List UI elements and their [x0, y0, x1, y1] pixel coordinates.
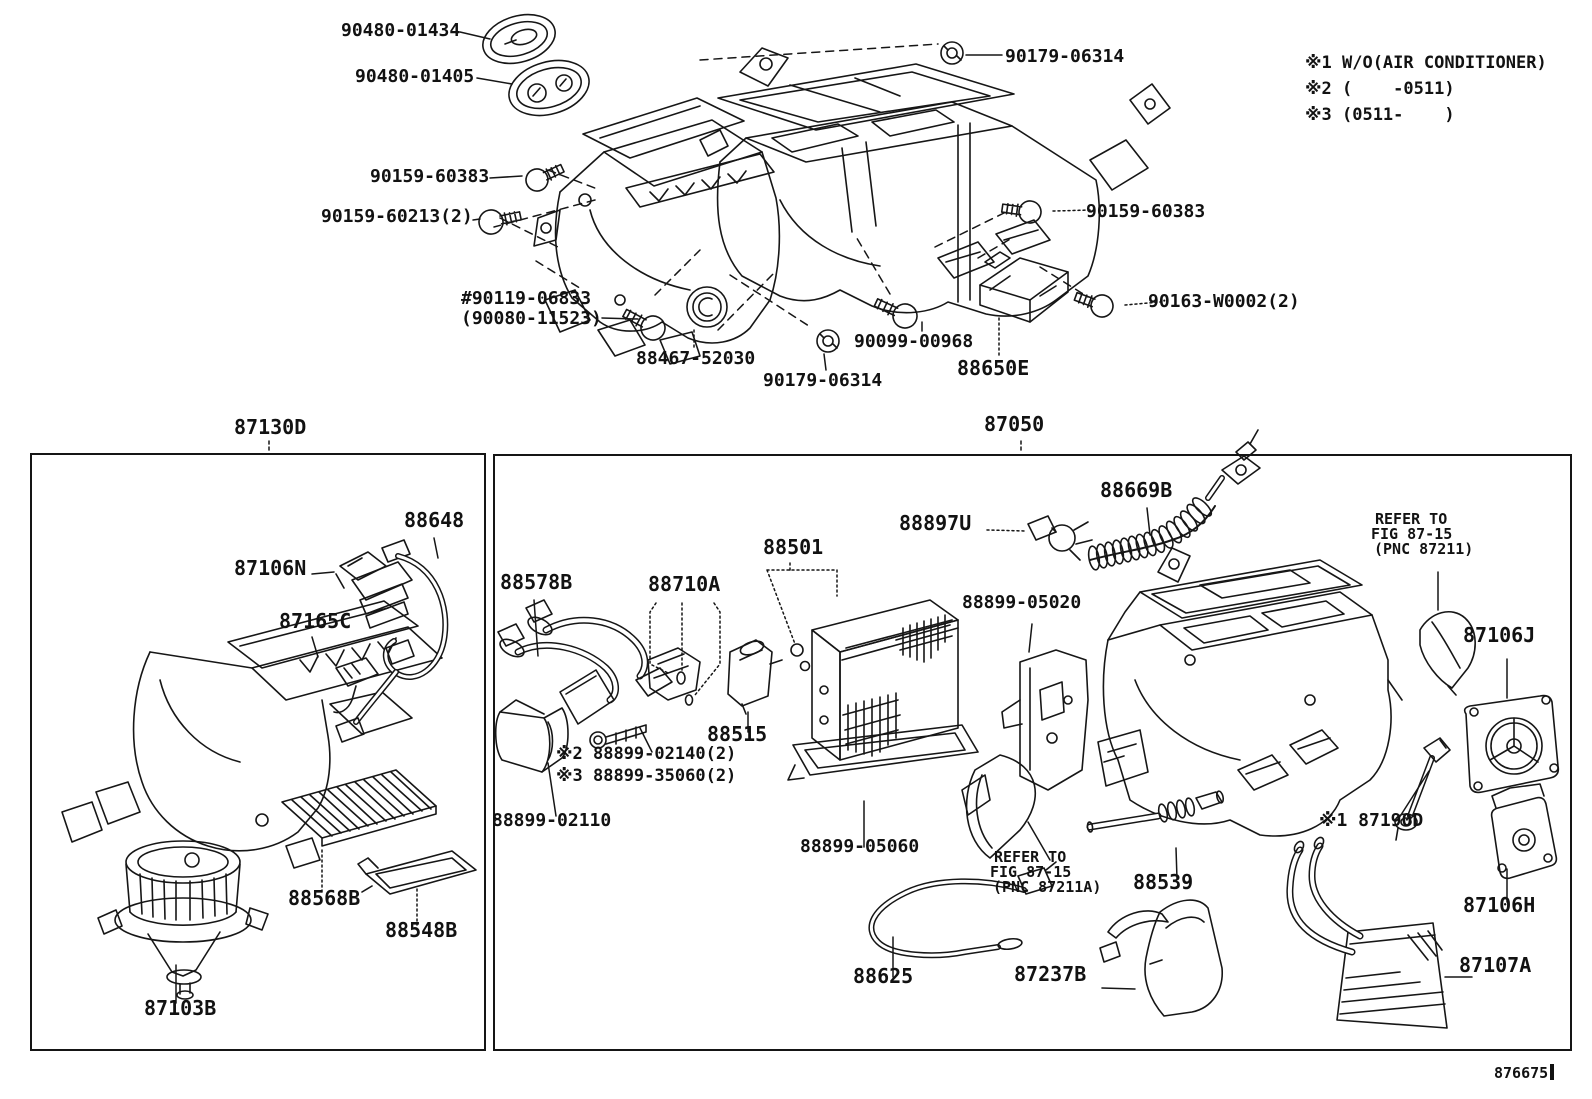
part-label-screw-lower-left: 90159-60213(2) [321, 206, 473, 227]
actuator-88899-05020-part [1001, 649, 1089, 791]
part-label-resistor: 87106N [234, 556, 307, 580]
figure-code-mark [1550, 1064, 1555, 1080]
refer-note-servo-1: REFER TO [1375, 510, 1448, 528]
duct-87211A-part [961, 754, 1036, 859]
part-label-tube-assembly: 88578B [500, 570, 573, 594]
water-hose-88539-part [1086, 790, 1225, 833]
legend-note-3: ※3 (0511- ) [1305, 105, 1455, 125]
part-label-servo-round: 87106J [1463, 623, 1536, 647]
part-label-valve-kit: 88710A [648, 572, 721, 596]
unit-main-housing-part [1097, 547, 1403, 837]
blower-resistor-part [335, 551, 413, 629]
cover-87237B-part [1099, 899, 1223, 1017]
refer-note-servo-2: FIG 87-15 [1371, 525, 1453, 543]
harness-88625-part [868, 861, 1057, 959]
nut-90179-upper-icon [940, 41, 964, 65]
part-label-water-hose: 88539 [1133, 870, 1194, 894]
part-label-bolt-alternate: (90080-11523) [461, 308, 602, 329]
heater-case-right [699, 47, 1171, 317]
part-label-bolt-late: ※3 88899-35060(2) [556, 766, 737, 786]
part-label-harness-88625: 88625 [853, 964, 914, 988]
harness-88648-part [335, 539, 449, 743]
part-label-link: ※1 87190D [1319, 810, 1424, 831]
part-label-actuator: 88899-05020 [962, 592, 1082, 613]
heater-case-left [533, 97, 781, 365]
screw-90099-icon [873, 298, 918, 329]
servo-87106H-part [1490, 783, 1558, 880]
grommet-upper-part [482, 13, 556, 65]
refer-note-servo-3: (PNC 87211) [1374, 540, 1474, 558]
figure-code: 876675 [1494, 1064, 1555, 1082]
part-label-nut-lower: 90179-06314 [763, 370, 883, 391]
legend-note-2: ※2 ( -0511) [1305, 79, 1455, 99]
thermistor-88897U-part [1027, 515, 1093, 561]
part-label-connector: 87165C [279, 609, 352, 633]
box-title-blower: 87130D [234, 415, 307, 439]
bolt-90119-icon [622, 308, 666, 341]
cover-packing-part [494, 699, 569, 773]
cabin-filter-part [281, 769, 437, 847]
blower-motor-part [97, 840, 269, 1000]
connector-87165C-part [333, 657, 379, 714]
screw-90159-60383-right-icon [1000, 200, 1042, 224]
refer-note-duct-3: (PNC 87211A) [993, 878, 1102, 896]
legend-note-1: ※1 W/O(AIR CONDITIONER) [1305, 53, 1547, 73]
part-label-evaporator: 88501 [763, 535, 824, 559]
heater-hose-88669B-part [1087, 429, 1261, 571]
part-label-harness-88648: 88648 [404, 508, 465, 532]
part-label-heater-hose: 88669B [1100, 478, 1173, 502]
grommet-lower-part [508, 59, 590, 117]
blower-box-frame [30, 453, 486, 1051]
refer-note-duct-2: FIG 87-15 [990, 863, 1072, 881]
gasket-part [559, 669, 615, 725]
part-label-screw-tapping: 90163-W0002(2) [1148, 291, 1300, 312]
part-label-filter-frame: 88548B [385, 918, 458, 942]
part-label-screw-upper-right: 90159-60383 [1086, 201, 1206, 222]
damper-87211-part [1419, 610, 1476, 696]
assembly-dash-lines [493, 43, 1089, 331]
unit-box-frame [493, 454, 1572, 1051]
evaporator-part [811, 599, 959, 761]
leader-lines [175, 31, 1508, 1004]
union-bolt-part [589, 724, 647, 749]
refer-note-duct-1: REFER TO [994, 848, 1067, 866]
part-label-valve: 88515 [707, 722, 768, 746]
part-label-heater-core: 87107A [1459, 953, 1532, 977]
part-label-servo-plate: 87106H [1463, 893, 1536, 917]
part-label-filter: 88568B [288, 886, 361, 910]
screw-90163-icon [1073, 291, 1114, 318]
part-label-grommet-upper: 90480-01434 [341, 20, 461, 41]
part-label-motor: 87103B [144, 996, 217, 1020]
servo-87106J-part [1463, 694, 1560, 794]
heater-core-part [1286, 836, 1448, 1029]
tube-assembly-part [497, 599, 701, 704]
part-label-bolt-early: ※2 88899-02140(2) [556, 744, 737, 764]
filter-frame-part [357, 850, 477, 895]
screw-90159-60383-left-icon [525, 163, 565, 192]
part-label-grommet-lower: 90480-01405 [355, 66, 475, 87]
part-label-cover: 87237B [1014, 962, 1087, 986]
valve-88515-part [727, 639, 783, 715]
part-label-thermistor: 88897U [899, 511, 972, 535]
plug-88467-icon [686, 286, 728, 328]
part-label-tray: 88899-05060 [800, 836, 920, 857]
nut-90179-lower-icon [816, 329, 840, 353]
part-label-plug: 88467-52030 [636, 348, 756, 369]
o-rings-part [676, 643, 811, 706]
part-label-screw-center: 90099-00968 [854, 331, 974, 352]
part-label-nut-upper: 90179-06314 [1005, 46, 1125, 67]
box-title-unit: 87050 [984, 412, 1045, 436]
part-label-screw-upper-left: 90159-60383 [370, 166, 490, 187]
screw-90159-60213-icon [478, 209, 522, 235]
part-label-bracket: 88650E [957, 356, 1030, 380]
part-label-cover-packing: 88899-02110 [492, 810, 612, 831]
part-label-bolt-primary: #90119-06833 [461, 288, 592, 309]
drain-tray-part [787, 724, 979, 781]
link-87190D-part [1394, 737, 1451, 841]
bracket-88650E-part [979, 251, 1069, 323]
